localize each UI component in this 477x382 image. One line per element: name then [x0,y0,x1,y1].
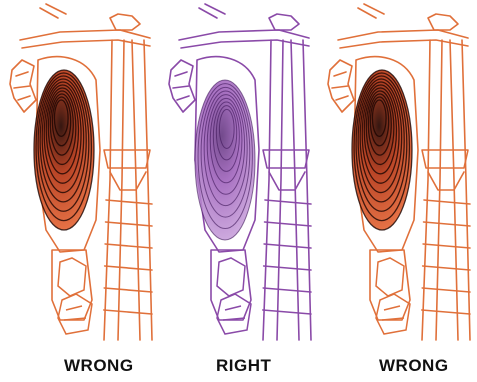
finger-lines [332,72,348,100]
top-tube [20,30,150,40]
foot-detail [223,306,245,320]
foot-detail [64,306,86,320]
caption-label: RIGHT [216,356,271,376]
knee-cap [58,258,86,296]
foot-detail [382,306,404,320]
quadricep-muscle [34,70,94,230]
stem [110,14,140,30]
knee-foot [376,258,410,334]
finger-lines [173,72,189,100]
knee-foot [217,258,251,334]
quadricep-muscle [352,70,412,230]
fork-detail-line [264,244,311,248]
top-tube-lower [22,40,150,48]
fork-detail-line [264,266,311,270]
rider-illustration [0,0,159,350]
panel-wrong-right: WRONG [318,0,477,382]
knee-cap [217,258,245,296]
hand [169,60,195,112]
fork-detail-line [104,310,152,314]
handlebar-lines [40,4,66,18]
fork-detail-line [423,266,470,270]
fork-brace [269,172,305,190]
stem [428,14,458,30]
top-tube-lower [340,40,468,48]
fork-detail-line [424,200,470,204]
fork-brace [110,172,146,190]
caption-label: WRONG [64,356,134,376]
handlebar-lines [199,4,225,18]
top-tube [338,30,468,40]
top-tube-lower [181,40,309,48]
rider-illustration [318,0,477,350]
knee-foot [58,258,92,334]
fork-detail-line [422,288,470,292]
fork-detail-line [263,310,311,314]
fork-detail-line [265,222,311,226]
handlebar-lines [358,4,384,18]
fork-brace [428,172,464,190]
fork-detail-line [105,244,152,248]
fork-detail-line [104,288,152,292]
rider-illustration [159,0,318,350]
stem [269,14,299,30]
knee-cap [376,258,404,296]
quadricep-muscle [195,80,255,240]
caption-label: WRONG [379,356,449,376]
panel-wrong-left: WRONG [0,0,159,382]
hand [10,60,36,112]
fork-detail-line [105,266,152,270]
fork-detail-line [265,200,311,204]
fork-detail-line [423,244,470,248]
panel-right-center: RIGHT [159,0,318,382]
hand [328,60,354,112]
fork-detail-line [422,310,470,314]
fork-detail-line [263,288,311,292]
top-tube [179,30,309,40]
fork-detail-line [106,222,152,226]
fork-detail-line [424,222,470,226]
fork-detail-line [106,200,152,204]
finger-lines [14,72,30,100]
